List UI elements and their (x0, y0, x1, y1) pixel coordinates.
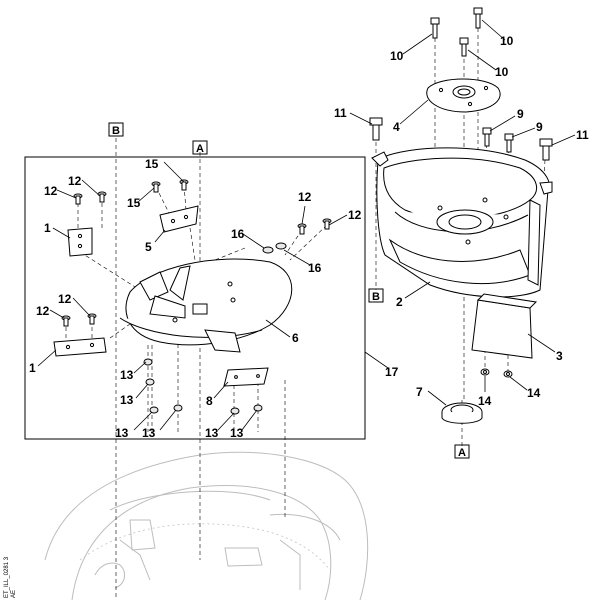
reference-box-b-mid: B (368, 288, 384, 303)
callout-11: 11 (576, 128, 589, 142)
part-plate-8 (223, 367, 269, 387)
callout-9: 9 (536, 120, 543, 134)
callout-15: 15 (145, 157, 159, 171)
svg-text:ET_ILL_0281 3: ET_ILL_0281 3 (4, 556, 10, 598)
engine-housing-ghost-outline (44, 451, 369, 600)
nuts-13 (143, 358, 263, 415)
part-flap-3 (471, 293, 538, 359)
part-plate-4 (426, 78, 501, 113)
callout-2: 2 (396, 295, 403, 309)
svg-text:B: B (372, 291, 380, 303)
nuts-14 (480, 368, 513, 378)
nuts-16 (262, 242, 287, 254)
callout-12: 12 (68, 174, 82, 188)
callout-11: 11 (334, 106, 347, 120)
part-bracket-5 (159, 205, 199, 233)
callout-15: 15 (127, 196, 141, 210)
callout-13: 13 (120, 368, 134, 382)
callout-labels: 10 10 10 4 11 11 9 9 2 3 7 14 14 17 6 1 … (29, 34, 589, 440)
part-deflector-6 (119, 258, 293, 353)
callout-13: 13 (205, 426, 219, 440)
callout-1: 1 (29, 361, 36, 375)
callout-1: 1 (44, 221, 51, 235)
callout-5: 5 (145, 240, 152, 254)
callout-10: 10 (390, 49, 404, 63)
callout-8: 8 (206, 394, 213, 408)
callout-10: 10 (495, 65, 509, 79)
svg-text:AE: AE (11, 590, 17, 598)
drawing-code: ET_ILL_0281 3 AE (4, 556, 17, 598)
callout-13: 13 (142, 426, 156, 440)
part-housing-2 (371, 147, 553, 298)
callout-9: 9 (517, 107, 524, 121)
callout-3: 3 (556, 349, 563, 363)
callout-12: 12 (298, 190, 312, 204)
svg-text:A: A (196, 143, 204, 155)
callout-13: 13 (230, 426, 244, 440)
callout-12: 12 (58, 292, 72, 306)
callout-13: 13 (120, 393, 134, 407)
reference-box-b-top: B (108, 122, 124, 137)
callout-6: 6 (292, 331, 299, 345)
svg-text:B: B (112, 125, 120, 137)
callout-4: 4 (393, 120, 400, 134)
screws-15 (151, 179, 189, 193)
reference-box-a-bottom: A (454, 444, 470, 459)
part-bracket-1-top (67, 227, 93, 257)
callout-16: 16 (308, 261, 322, 275)
svg-text:A: A (458, 447, 466, 459)
part-bracket-1-bottom (53, 337, 107, 357)
callout-12: 12 (348, 208, 362, 222)
part-ring-7 (441, 402, 483, 424)
screws-9 (482, 127, 514, 153)
callout-10: 10 (500, 34, 514, 48)
screws-12 (61, 191, 332, 327)
callout-12: 12 (36, 304, 50, 318)
callout-14: 14 (527, 386, 541, 400)
callout-14: 14 (478, 394, 492, 408)
screws-11 (369, 117, 553, 161)
reference-box-a-top: A (192, 140, 208, 155)
callout-13: 13 (115, 426, 129, 440)
callout-7: 7 (416, 385, 423, 399)
screws-10 (430, 7, 483, 57)
callout-16: 16 (231, 227, 245, 241)
leader-lines (37, 19, 576, 431)
callout-17: 17 (385, 365, 399, 379)
detail-frame (24, 156, 366, 440)
callout-12: 12 (44, 184, 58, 198)
